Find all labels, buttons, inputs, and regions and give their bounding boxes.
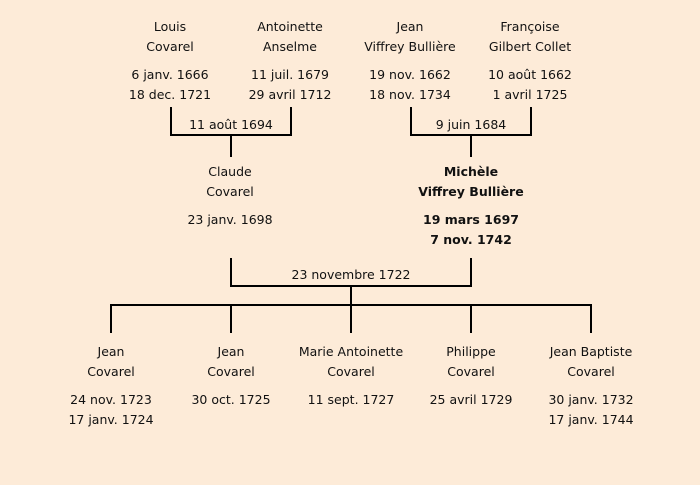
connector-line bbox=[230, 258, 232, 287]
last-name: Viffrey Bullière bbox=[418, 184, 524, 199]
last-name: Anselme bbox=[262, 39, 318, 54]
last-name: Covarel bbox=[146, 39, 194, 54]
connector-line bbox=[410, 107, 412, 136]
first-name: Michèle bbox=[443, 164, 499, 179]
last-name: Covarel bbox=[207, 364, 255, 379]
death-date: 17 janv. 1724 bbox=[68, 412, 154, 427]
last-name: Gilbert Collet bbox=[488, 39, 572, 54]
first-name: Marie Antoinette bbox=[298, 344, 404, 359]
connector-line bbox=[530, 107, 532, 136]
birth-date: 19 mars 1697 bbox=[423, 212, 519, 227]
last-name: Covarel bbox=[447, 364, 495, 379]
connector-line bbox=[470, 304, 472, 333]
connector-line bbox=[470, 258, 472, 287]
birth-date: 11 juil. 1679 bbox=[251, 67, 329, 82]
birth-date: 6 janv. 1666 bbox=[131, 67, 209, 82]
birth-date: 19 nov. 1662 bbox=[369, 67, 451, 82]
connector-line bbox=[470, 134, 472, 157]
birth-date: 30 oct. 1725 bbox=[191, 392, 271, 407]
birth-date: 10 août 1662 bbox=[488, 67, 572, 82]
connector-line bbox=[350, 304, 352, 333]
first-name: Françoise bbox=[500, 19, 560, 34]
first-name: Jean bbox=[217, 344, 245, 359]
death-date: 29 avril 1712 bbox=[248, 87, 332, 102]
death-date: 17 janv. 1744 bbox=[548, 412, 634, 427]
first-name: Claude bbox=[208, 164, 252, 179]
death-date: 18 nov. 1734 bbox=[369, 87, 451, 102]
connector-line bbox=[590, 304, 592, 333]
death-date: 18 dec. 1721 bbox=[128, 87, 212, 102]
last-name: Covarel bbox=[87, 364, 135, 379]
death-date: 7 nov. 1742 bbox=[430, 232, 512, 247]
last-name: Covarel bbox=[206, 184, 254, 199]
birth-date: 23 janv. 1698 bbox=[187, 212, 273, 227]
connector-line bbox=[230, 304, 232, 333]
connector-line bbox=[230, 134, 232, 157]
last-name: Covarel bbox=[567, 364, 615, 379]
first-name: Jean Baptiste bbox=[549, 344, 633, 359]
birth-date: 11 sept. 1727 bbox=[307, 392, 395, 407]
first-name: Philippe bbox=[446, 344, 496, 359]
first-name: Jean bbox=[97, 344, 125, 359]
marriage-date: 23 novembre 1722 bbox=[291, 267, 411, 282]
birth-date: 30 janv. 1732 bbox=[548, 392, 634, 407]
death-date: 1 avril 1725 bbox=[492, 87, 568, 102]
last-name: Covarel bbox=[327, 364, 375, 379]
first-name: Louis bbox=[153, 19, 187, 34]
first-name: Jean bbox=[396, 19, 424, 34]
connector-line bbox=[350, 285, 352, 306]
birth-date: 25 avril 1729 bbox=[429, 392, 513, 407]
marriage-date: 11 août 1694 bbox=[189, 117, 273, 132]
connector-line bbox=[110, 304, 112, 333]
marriage-date: 9 juin 1684 bbox=[435, 117, 507, 132]
birth-date: 24 nov. 1723 bbox=[70, 392, 152, 407]
connector-line bbox=[170, 107, 172, 136]
first-name: Antoinette bbox=[257, 19, 323, 34]
last-name: Viffrey Bullière bbox=[364, 39, 456, 54]
connector-line bbox=[290, 107, 292, 136]
